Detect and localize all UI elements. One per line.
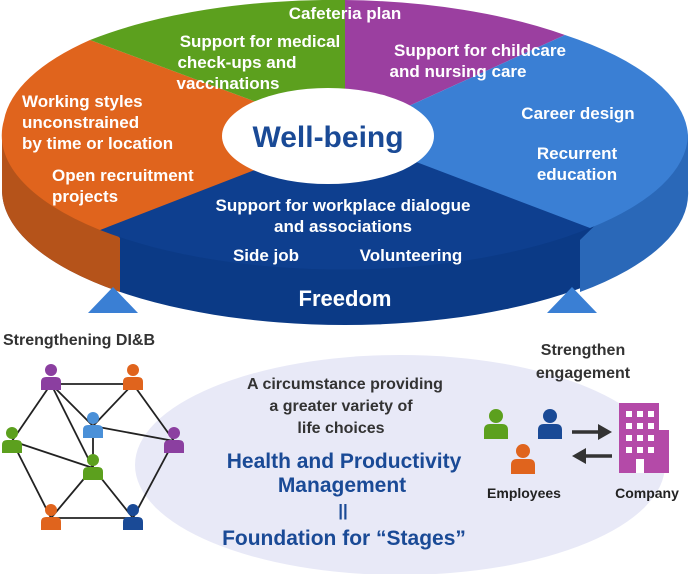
segment-blue bbox=[345, 35, 688, 228]
dib-network bbox=[11, 383, 175, 519]
svg-text:Support for workplace dialogue: Support for workplace dialogue bbox=[215, 196, 470, 215]
svg-text:Recurrent: Recurrent bbox=[537, 144, 618, 163]
dib-people bbox=[2, 364, 184, 530]
arrow-left-icon bbox=[572, 448, 612, 464]
center-ellipse bbox=[222, 88, 434, 184]
person-icon bbox=[164, 427, 184, 453]
svg-text:projects: projects bbox=[52, 187, 118, 206]
navy-segment-label: Support for workplace dialogue and assoc… bbox=[215, 196, 470, 265]
green-segment-label: Support for medical check-ups and vaccin… bbox=[177, 32, 341, 93]
foundation-ellipse bbox=[135, 355, 665, 574]
person-icon bbox=[83, 412, 103, 438]
dib-title: Strengthening DI&B bbox=[3, 332, 155, 349]
svg-text:Working styles: Working styles bbox=[22, 92, 143, 111]
purple-segment-label: Support for childcare and nursing care bbox=[390, 41, 566, 81]
person-icon bbox=[123, 364, 143, 390]
segment-orange bbox=[1, 40, 346, 230]
exchange-arrows bbox=[572, 424, 612, 464]
svg-text:and associations: and associations bbox=[274, 217, 412, 236]
svg-text:Health and Productivity: Health and Productivity bbox=[227, 450, 462, 473]
svg-text:Career design: Career design bbox=[521, 104, 634, 123]
center-label: Well-being bbox=[252, 121, 403, 154]
person-icon bbox=[538, 409, 562, 439]
svg-text:education: education bbox=[537, 165, 617, 184]
blue-segment-label: Career design Recurrent education bbox=[521, 104, 634, 184]
left-triangle-icon bbox=[88, 287, 138, 313]
person-icon bbox=[123, 504, 143, 530]
svg-text:check-ups and: check-ups and bbox=[177, 53, 296, 72]
svg-text:and nursing care: and nursing care bbox=[390, 62, 527, 81]
svg-text:engagement: engagement bbox=[536, 365, 631, 382]
employees-label: Employees bbox=[487, 485, 561, 501]
svg-text:Strengthen: Strengthen bbox=[541, 342, 625, 359]
engagement-title: Strengthen engagement bbox=[536, 342, 631, 382]
person-icon bbox=[41, 504, 61, 530]
svg-text:Foundation for “Stages”: Foundation for “Stages” bbox=[222, 527, 466, 550]
svg-text:unconstrained: unconstrained bbox=[22, 113, 139, 132]
company-building-icon bbox=[619, 403, 669, 473]
orange-segment-label: Working styles unconstrained by time or … bbox=[22, 92, 194, 206]
svg-text:Volunteering: Volunteering bbox=[360, 246, 463, 265]
person-icon bbox=[83, 454, 103, 480]
svg-text:||: || bbox=[338, 501, 348, 520]
employees-group bbox=[484, 409, 562, 474]
right-triangle-icon bbox=[547, 287, 597, 313]
svg-text:Management: Management bbox=[278, 474, 406, 497]
person-icon bbox=[41, 364, 61, 390]
foundation-text: A circumstance providing a greater varie… bbox=[222, 376, 466, 550]
svg-text:life choices: life choices bbox=[297, 420, 384, 437]
svg-text:Side job: Side job bbox=[233, 246, 299, 265]
svg-text:vaccinations: vaccinations bbox=[177, 74, 280, 93]
svg-text:Open recruitment: Open recruitment bbox=[52, 166, 194, 185]
svg-text:by time or location: by time or location bbox=[22, 134, 173, 153]
person-icon bbox=[484, 409, 508, 439]
svg-text:Support for childcare: Support for childcare bbox=[394, 41, 566, 60]
person-icon bbox=[511, 444, 535, 474]
svg-text:a greater variety of: a greater variety of bbox=[269, 398, 413, 415]
svg-text:Support for medical: Support for medical bbox=[180, 32, 341, 51]
arrow-right-icon bbox=[572, 424, 612, 440]
company-label: Company bbox=[615, 485, 679, 501]
person-icon bbox=[2, 427, 22, 453]
freedom-label: Freedom bbox=[299, 286, 392, 311]
segment-navy bbox=[100, 135, 590, 270]
svg-text:A circumstance providing: A circumstance providing bbox=[247, 376, 443, 393]
cafeteria-plan-label: Cafeteria plan bbox=[289, 4, 401, 23]
